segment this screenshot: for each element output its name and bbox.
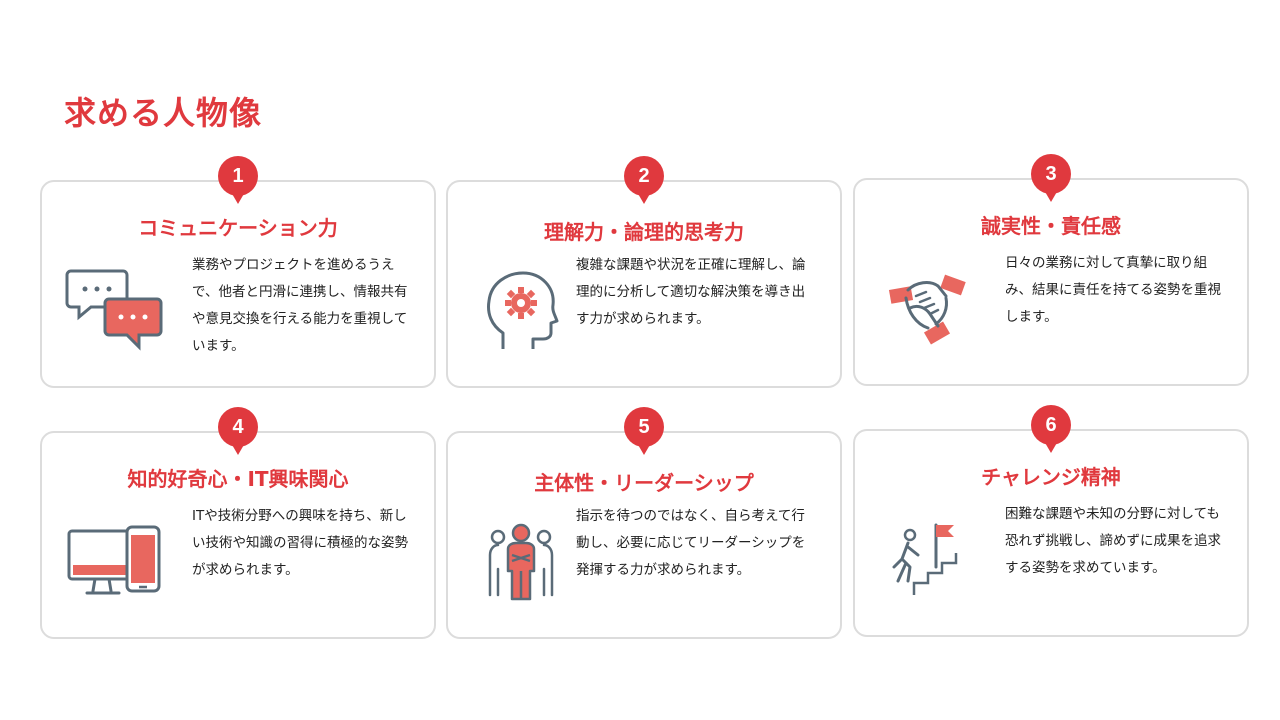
trait-card-leadership: 5 主体性・リーダーシップ 指示を待つのではなく、自ら考えて行動し、必要に応じて…: [446, 407, 842, 639]
climbing-flag-icon: [873, 511, 983, 607]
card-description: 指示を待つのではなく、自ら考えて行動し、必要に応じてリーダーシップを発揮する力が…: [576, 508, 806, 578]
number-badge: 4: [212, 407, 264, 459]
leader-group-icon: [466, 513, 576, 609]
number-badge: 5: [618, 407, 670, 459]
number-badge: 1: [212, 156, 264, 208]
page-title: 求める人物像: [64, 94, 263, 132]
number-badge: 2: [618, 156, 670, 208]
card-title: 主体性・リーダーシップ: [534, 471, 754, 495]
card-title: 誠実性・責任感: [981, 214, 1121, 238]
trait-card-logical-thinking: 2 理解力・論理的思考力 複雑な課題や状況を正確に理解し、論理的に分析して適切な…: [446, 156, 842, 388]
card-title: 知的好奇心・IT興味関心: [127, 467, 349, 491]
card-description: 複雑な課題や状況を正確に理解し、論理的に分析して適切な解決策を導き出す力が求めら…: [576, 257, 806, 327]
trait-card-communication: 1 コミュニケーション力 業務やプロジェクトを進めるうえで、他者と円滑に連携し、…: [40, 156, 436, 388]
card-description: 業務やプロジェクトを進めるうえで、他者と円滑に連携し、情報共有や意見交換を行える…: [192, 257, 408, 354]
card-description: ITや技術分野への興味を持ち、新しい技術や知識の習得に積極的な姿勢が求められます…: [192, 508, 408, 578]
trait-card-curiosity: 4 知的好奇心・IT興味関心 ITや技術分野への興味を持ち、新しい技術や知識の習…: [40, 407, 436, 639]
monitor-phone-icon: [60, 513, 170, 609]
number-badge: 3: [1025, 154, 1077, 206]
number-badge: 6: [1025, 405, 1077, 457]
card-description: 日々の業務に対して真摯に取り組み、結果に責任を持てる姿勢を重視します。: [1005, 255, 1221, 325]
card-title: コミュニケーション力: [138, 216, 338, 240]
joined-hands-icon: [873, 260, 983, 356]
card-title: 理解力・論理的思考力: [544, 220, 744, 244]
card-description: 困難な課題や未知の分野に対しても恐れず挑戦し、諦めずに成果を追求する姿勢を求めて…: [1005, 506, 1221, 576]
head-gear-icon: [466, 262, 576, 358]
card-title: チャレンジ精神: [981, 465, 1121, 489]
chat-bubbles-icon: [60, 262, 170, 358]
trait-card-challenge: 6 チャレンジ精神 困難な課題や未知の分野に対しても恐れず挑戦し、諦めずに成果を…: [853, 405, 1249, 637]
trait-card-integrity: 3 誠実性・責任感 日々の業務に対して真摯に取り組み、結果に責任を持てる姿勢を重…: [853, 154, 1249, 386]
